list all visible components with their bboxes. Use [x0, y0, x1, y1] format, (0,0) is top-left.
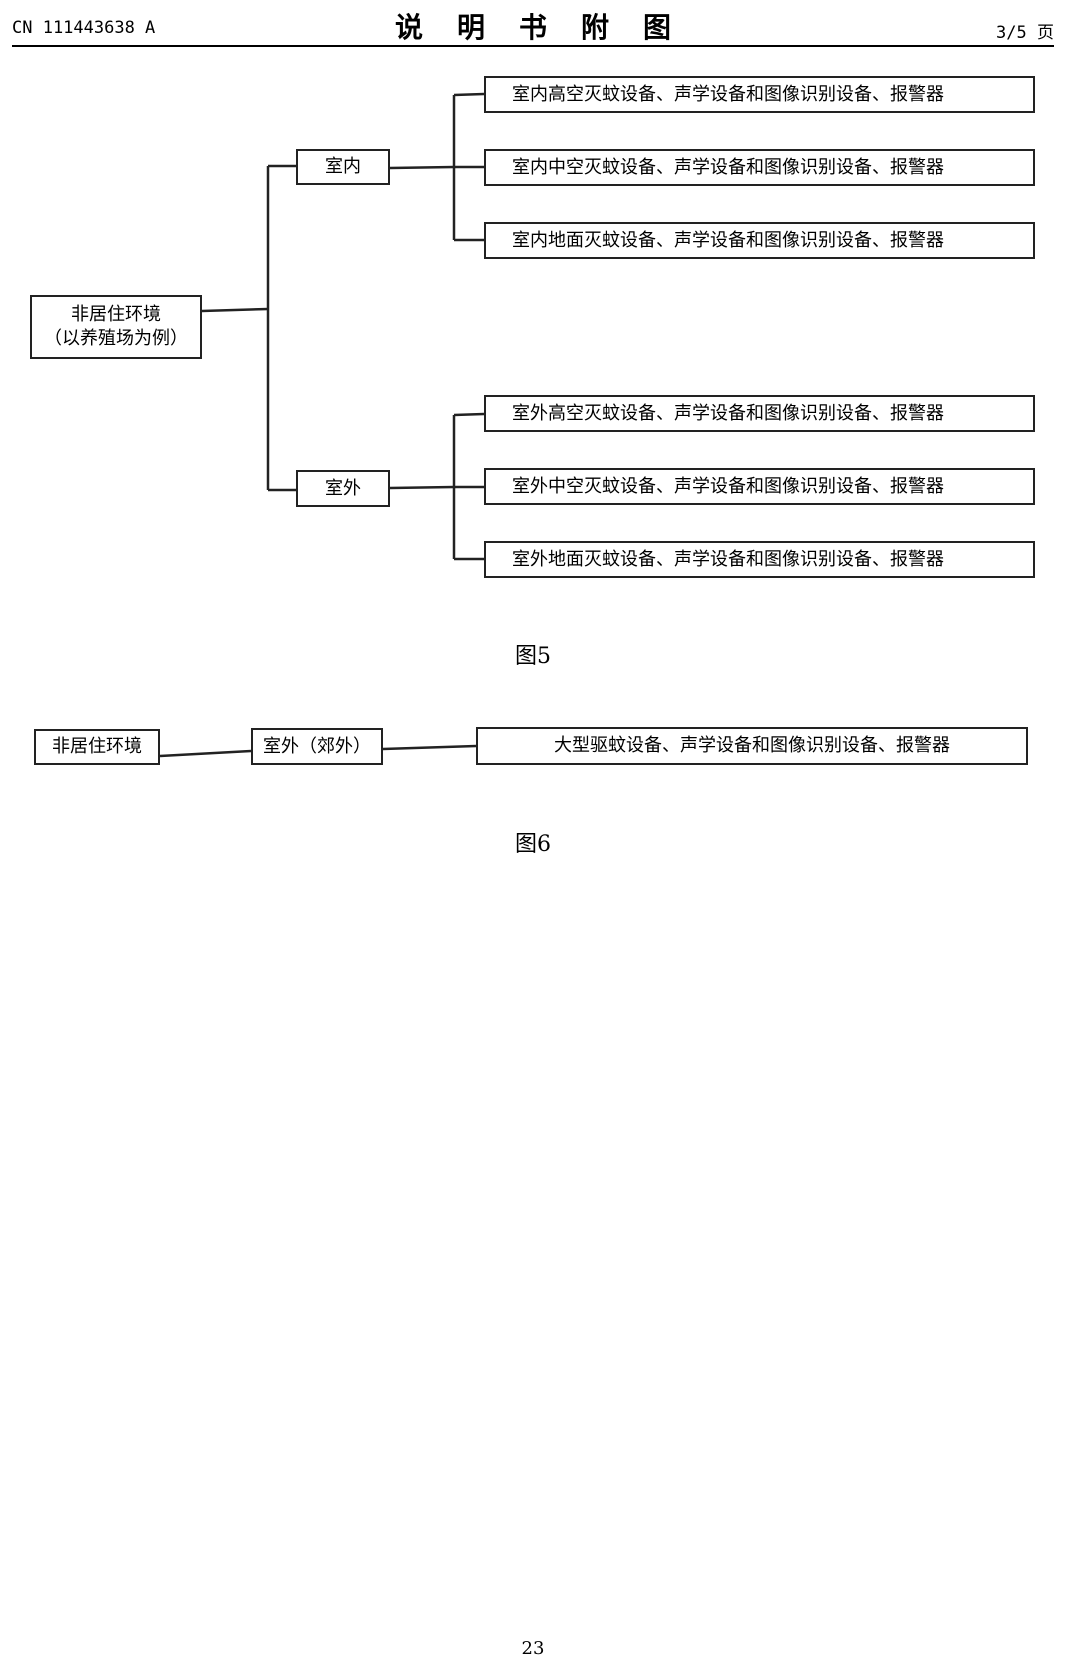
- figure5-caption: 图5: [515, 644, 551, 669]
- fig6-root-node: 非居住环境: [34, 729, 160, 765]
- header-rule: [12, 45, 1054, 47]
- fig5-indoor-item: 室内中空灭蚊设备、声学设备和图像识别设备、报警器: [484, 149, 1035, 186]
- fig5-indoor-item: 室内地面灭蚊设备、声学设备和图像识别设备、报警器: [484, 222, 1035, 259]
- fig5-outdoor-label: 室外: [325, 477, 361, 499]
- fig6-leaf-label: 大型驱蚊设备、声学设备和图像识别设备、报警器: [554, 735, 950, 756]
- fig5-indoor-item-label: 室内中空灭蚊设备、声学设备和图像识别设备、报警器: [512, 156, 944, 178]
- page-indicator: 3/5 页: [996, 23, 1054, 43]
- fig5-outdoor-item: 室外地面灭蚊设备、声学设备和图像识别设备、报警器: [484, 541, 1035, 578]
- fig5-outdoor-node: 室外: [296, 470, 390, 507]
- fig5-outdoor-item: 室外高空灭蚊设备、声学设备和图像识别设备、报警器: [484, 395, 1035, 432]
- fig5-root-label: 非居住环境 （以养殖场为例）: [44, 304, 188, 349]
- fig5-indoor-item-label: 室内高空灭蚊设备、声学设备和图像识别设备、报警器: [512, 83, 944, 105]
- page-title: 说明书附图: [394, 11, 705, 44]
- page-number: 23: [521, 1638, 545, 1659]
- fig5-indoor-node: 室内: [296, 149, 390, 185]
- fig5-outdoor-item-label: 室外地面灭蚊设备、声学设备和图像识别设备、报警器: [512, 548, 944, 570]
- fig5-root-node: 非居住环境 （以养殖场为例）: [30, 295, 202, 359]
- fig5-outdoor-item-label: 室外中空灭蚊设备、声学设备和图像识别设备、报警器: [512, 475, 944, 497]
- fig5-outdoor-item-label: 室外高空灭蚊设备、声学设备和图像识别设备、报警器: [512, 402, 944, 424]
- fig6-leaf-node: 大型驱蚊设备、声学设备和图像识别设备、报警器: [476, 727, 1028, 765]
- figure6-caption: 图6: [515, 832, 551, 857]
- fig5-indoor-item: 室内高空灭蚊设备、声学设备和图像识别设备、报警器: [484, 76, 1035, 113]
- fig6-middle-node: 室外（郊外）: [251, 728, 383, 765]
- fig5-outdoor-item: 室外中空灭蚊设备、声学设备和图像识别设备、报警器: [484, 468, 1035, 505]
- fig6-middle-label: 室外（郊外）: [263, 735, 371, 757]
- fig5-indoor-item-label: 室内地面灭蚊设备、声学设备和图像识别设备、报警器: [512, 229, 944, 251]
- fig5-indoor-label: 室内: [325, 156, 361, 177]
- patent-number: CN 111443638 A: [12, 18, 156, 38]
- fig6-root-label: 非居住环境: [52, 736, 142, 757]
